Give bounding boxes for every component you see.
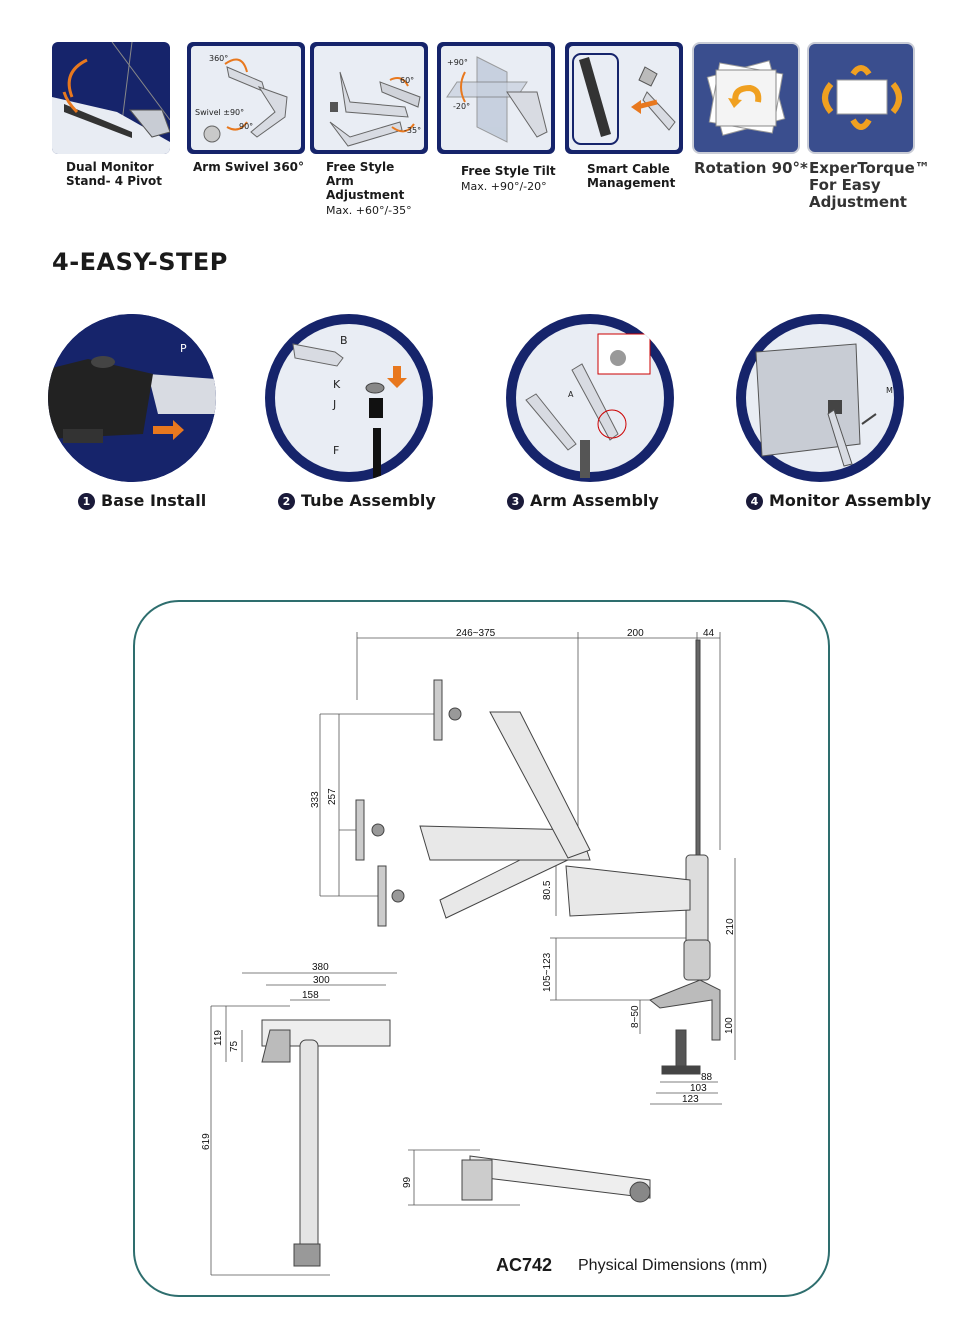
- dimensions-caption: Physical Dimensions (mm): [578, 1257, 768, 1274]
- dim-75: 75: [229, 1040, 240, 1052]
- feature-cable: Smart Cable Management: [565, 42, 683, 190]
- callout-a: A: [568, 390, 574, 399]
- dim-257: 257: [327, 788, 338, 805]
- dim-380: 380: [312, 962, 329, 973]
- step-base-install-image: P: [48, 314, 216, 482]
- feature-label: Free Style Tilt Max. +90°/-20°: [461, 164, 556, 194]
- dim-619: 619: [201, 1133, 212, 1150]
- callout-k: K: [333, 378, 341, 391]
- feature-tilt: +90° -20° Free Style Tilt Max. +90°/-20°: [437, 42, 556, 193]
- dim-99: 99: [402, 1176, 413, 1188]
- dim-88: 88: [701, 1072, 713, 1083]
- feature-title: Free Style Tilt: [461, 164, 556, 178]
- feature-subtitle: Max. +60°/-35°: [326, 204, 412, 217]
- dim-300: 300: [313, 975, 330, 986]
- angle-90-text: 90°: [239, 122, 254, 131]
- angle-minus35-text: -35°: [404, 126, 422, 135]
- callout-p: P: [180, 342, 187, 355]
- feature-label: Dual Monitor Stand- 4 Pivot: [66, 160, 166, 188]
- dual-monitor-image: [52, 42, 170, 154]
- dimensions-panel: [133, 600, 830, 1297]
- dim-158: 158: [302, 990, 319, 1001]
- dim-8-50: 8~50: [630, 1005, 641, 1028]
- model-number: AC742: [496, 1255, 553, 1275]
- angle-60-text: 60°: [400, 76, 415, 85]
- step-2-text: Tube Assembly: [301, 491, 436, 510]
- step-1-label: 1 Base Install: [78, 491, 206, 510]
- step-4-text: Monitor Assembly: [769, 491, 932, 510]
- callout-f: F: [333, 444, 340, 457]
- swivel-90-text: Swivel ±90°: [195, 108, 245, 117]
- feature-title: Arm Swivel 360°: [193, 160, 305, 174]
- dim-mid-reach: 200: [627, 628, 644, 639]
- step-1-number: 1: [78, 493, 95, 510]
- step-2-number: 2: [278, 493, 295, 510]
- feature-label: Arm Swivel 360°: [193, 160, 304, 174]
- feature-arm-adjust: 60° -35° Free Style Arm Adjustment Max. …: [310, 42, 428, 217]
- feature-expertorque: ExperTorque™ For Easy Adjustment: [807, 42, 930, 211]
- callout-m: M: [886, 386, 893, 395]
- dim-pole-offset: 44: [703, 628, 715, 639]
- feature-subtitle: Max. +90°/-20°: [461, 180, 547, 193]
- callout-b: B: [340, 334, 348, 347]
- arm-adjust-image: 60° -35°: [310, 42, 428, 154]
- feature-label: Free Style Arm Adjustment Max. +60°/-35°: [326, 160, 426, 218]
- step-3-text: Arm Assembly: [530, 491, 659, 510]
- feature-title: Free Style Arm Adjustment: [326, 160, 405, 202]
- dim-103: 103: [690, 1083, 707, 1094]
- callout-j: J: [333, 398, 337, 411]
- tilt-image: +90° -20°: [437, 42, 555, 154]
- step-4-number: 4: [746, 493, 763, 510]
- step-3-label: 3 Arm Assembly: [507, 491, 659, 510]
- step-monitor-assembly-image: M: [736, 314, 904, 482]
- step-tube-assembly-image: B K J F: [265, 314, 433, 482]
- feature-rotation: Rotation 90°*: [692, 42, 808, 177]
- dim-100: 100: [724, 1017, 735, 1034]
- angle-minus20-text: -20°: [453, 102, 471, 111]
- dim-80-5: 80.5: [542, 880, 553, 900]
- dim-119: 119: [213, 1030, 224, 1046]
- expertorque-image: [807, 42, 915, 154]
- angle-plus90-text: +90°: [447, 58, 468, 67]
- feature-title: Smart Cable Management: [587, 162, 676, 190]
- arm-swivel-image: 360° Swivel ±90° 90°: [187, 42, 305, 154]
- dim-123: 123: [682, 1094, 699, 1105]
- feature-title: Dual Monitor Stand- 4 Pivot: [66, 160, 163, 188]
- dim-top-reach: 246~375: [456, 628, 496, 639]
- dim-333: 333: [310, 791, 321, 808]
- step-3-number: 3: [507, 493, 524, 510]
- steps-heading: 4-EASY-STEP: [52, 248, 228, 276]
- feature-label: Rotation 90°*: [694, 160, 808, 177]
- angle-360-text: 360°: [209, 54, 229, 63]
- step-2-label: 2 Tube Assembly: [278, 491, 436, 510]
- feature-label: Smart Cable Management: [587, 162, 677, 190]
- dim-105-123: 105~123: [542, 952, 553, 992]
- feature-arm-swivel: 360° Swivel ±90° 90° Arm Swivel 360°: [187, 42, 305, 174]
- feature-dual-monitor: Dual Monitor Stand- 4 Pivot: [52, 42, 170, 188]
- cable-image: [565, 42, 683, 154]
- step-4-label: 4 Monitor Assembly: [746, 491, 931, 510]
- step-arm-assembly-image: A: [506, 314, 674, 482]
- feature-label: ExperTorque™ For Easy Adjustment: [809, 159, 930, 211]
- feature-title: Rotation 90°*: [694, 159, 808, 177]
- feature-title: ExperTorque™ For Easy Adjustment: [809, 159, 930, 211]
- dim-210: 210: [725, 918, 736, 935]
- step-1-text: Base Install: [101, 491, 207, 510]
- rotation-image: [692, 42, 800, 154]
